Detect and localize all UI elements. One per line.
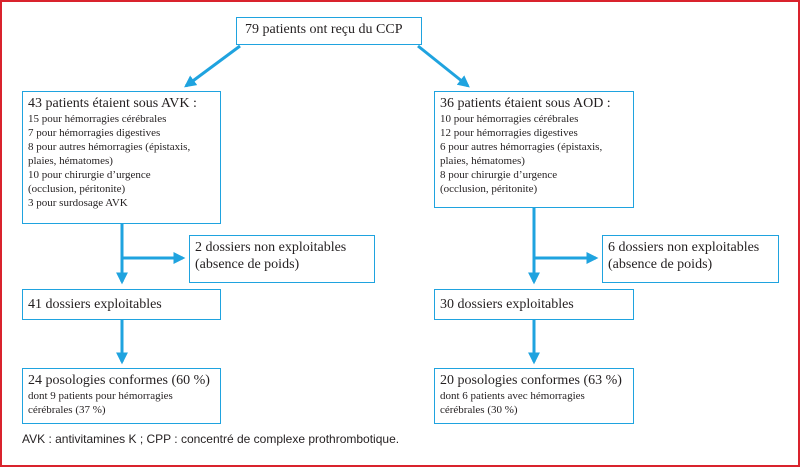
avk-exploitable-node: 41 dossiers exploitables — [22, 289, 221, 320]
aod-result-line-2: cérébrales (30 %) — [440, 404, 518, 416]
aod-line-5: 8 pour chirurgie d’urgence — [440, 169, 558, 181]
aod-exploitable-label: 30 dossiers exploitables — [440, 297, 574, 312]
avk-group-node: 43 patients étaient sous AVK : 15 pour h… — [22, 91, 221, 224]
root-label: 79 patients ont reçu du CCP — [245, 22, 403, 37]
aod-line-1: 10 pour hémorragies cérébrales — [440, 113, 579, 125]
aod-result-node: 20 posologies conformes (63 %) dont 6 pa… — [434, 368, 634, 424]
avk-line-2: 7 pour hémorragies digestives — [28, 127, 161, 139]
avk-group-title: 43 patients étaient sous AVK : — [28, 96, 197, 111]
arrow-root-to-right — [417, 44, 470, 88]
aod-excluded-node: 6 dossiers non exploitables (absence de … — [602, 235, 779, 283]
avk-result-title: 24 posologies conformes (60 %) — [28, 373, 210, 388]
aod-group-node: 36 patients étaient sous AOD : 10 pour h… — [434, 91, 634, 208]
aod-exploitable-node: 30 dossiers exploitables — [434, 289, 634, 320]
aod-excluded-line-1: 6 dossiers non exploitables — [608, 240, 760, 255]
aod-result-line-1: dont 6 patients avec hémorragies — [440, 390, 585, 402]
aod-result-title: 20 posologies conformes (63 %) — [440, 373, 622, 388]
avk-result-node: 24 posologies conformes (60 %) dont 9 pa… — [22, 368, 221, 424]
aod-line-3: 6 pour autres hémorragies (épistaxis, — [440, 141, 603, 153]
avk-line-5: 10 pour chirurgie d’urgence — [28, 169, 151, 181]
aod-line-2: 12 pour hémorragies digestives — [440, 127, 578, 139]
avk-excluded-line-2: (absence de poids) — [195, 257, 300, 272]
avk-excluded-node: 2 dossiers non exploitables (absence de … — [189, 235, 375, 283]
avk-exploitable-label: 41 dossiers exploitables — [28, 297, 162, 312]
avk-line-1: 15 pour hémorragies cérébrales — [28, 113, 167, 125]
footnote: AVK : antivitamines K ; CPP : concentré … — [22, 432, 400, 446]
avk-result-line-2: cérébrales (37 %) — [28, 404, 106, 416]
aod-group-title: 36 patients étaient sous AOD : — [440, 96, 611, 111]
avk-line-6: (occlusion, péritonite) — [28, 183, 126, 195]
arrow-root-to-left — [184, 44, 241, 88]
aod-line-4: plaies, hématomes) — [440, 155, 525, 167]
avk-excluded-line-1: 2 dossiers non exploitables — [195, 240, 347, 255]
aod-excluded-line-2: (absence de poids) — [608, 257, 713, 272]
aod-line-6: (occlusion, péritonite) — [440, 183, 538, 195]
avk-line-4: plaies, hématomes) — [28, 155, 113, 167]
avk-result-line-1: dont 9 patients pour hémorragies — [28, 390, 173, 402]
root-node: 79 patients ont reçu du CCP — [236, 17, 422, 45]
avk-line-3: 8 pour autres hémorragies (épistaxis, — [28, 141, 191, 153]
avk-line-7: 3 pour surdosage AVK — [28, 197, 128, 209]
